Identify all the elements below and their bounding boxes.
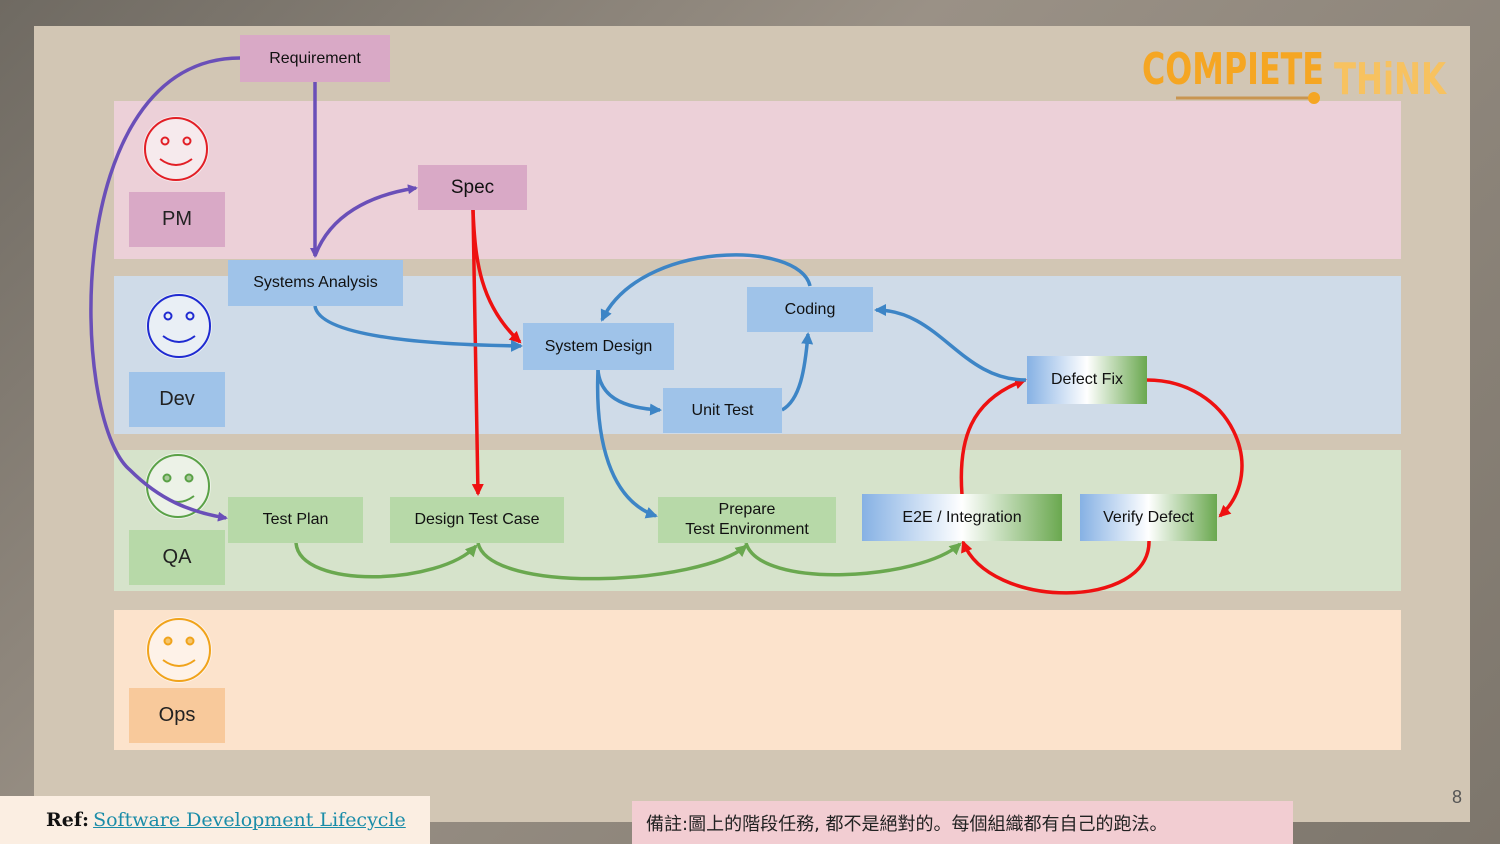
node-defect-fix: Defect Fix — [1027, 356, 1147, 404]
arrow-prepare-env-to-e2e — [744, 542, 962, 577]
svg-text:THiNK: THiNK — [1334, 54, 1447, 105]
page-number: 8 — [1452, 787, 1463, 807]
remark-note: 備註:圖上的階段任務, 都不是絕對的。每個組織都有自己的跑法。 — [632, 801, 1293, 844]
arrow-test-plan-to-design-test-case — [294, 542, 478, 579]
role-label-dev: Dev — [129, 372, 225, 427]
pm-smiley-face-icon — [143, 116, 209, 182]
arrow-defect-fix-to-verify-defect — [1146, 378, 1244, 518]
node-verify-defect: Verify Defect — [1080, 494, 1217, 541]
arrow-defect-fix-to-coding — [874, 304, 1027, 382]
role-label-pm: PM — [129, 192, 225, 247]
node-design-test-case: Design Test Case — [390, 497, 564, 543]
dev-smiley-face-icon — [146, 293, 212, 359]
arrow-spec-to-design-test-case — [471, 209, 484, 496]
svg-text:COMPIETE: COMPIETE — [1142, 44, 1324, 95]
node-test-plan: Test Plan — [228, 497, 363, 543]
arrow-e2e-to-defect-fix — [959, 377, 1027, 496]
node-e2e-integration: E2E / Integration — [862, 494, 1062, 541]
arrow-systems-analysis-to-system-design — [313, 305, 523, 352]
arrow-system-design-to-unit-test — [596, 369, 662, 416]
role-label-ops: Ops — [129, 688, 225, 743]
arrow-coding-to-system-design — [600, 253, 812, 322]
reference-label: Ref: — [46, 809, 90, 831]
node-coding: Coding — [747, 287, 873, 332]
reference-link[interactable]: Software Development Lifecycle — [93, 809, 406, 831]
role-label-qa: QA — [129, 530, 225, 585]
lane-ops — [114, 610, 1401, 750]
reference-bar: Ref: Software Development Lifecycle — [0, 796, 430, 844]
qa-smiley-face-icon — [145, 453, 211, 519]
node-spec: Spec — [418, 165, 527, 210]
arrow-requirement-to-test-plan — [89, 56, 241, 522]
node-requirement: Requirement — [240, 35, 390, 82]
node-prepare-test-environment: Prepare Test Environment — [658, 497, 836, 543]
arrow-verify-defect-to-e2e — [961, 540, 1151, 595]
ops-smiley-face-icon — [146, 617, 212, 683]
compiete-think-logo: COMPIETE THiNK — [1142, 44, 1447, 105]
arrow-system-design-to-prepare-env — [595, 369, 658, 519]
arrow-systems-analysis-to-spec — [313, 184, 418, 257]
arrow-unit-test-to-coding — [781, 332, 814, 412]
node-systems-analysis: Systems Analysis — [228, 260, 403, 306]
node-unit-test: Unit Test — [663, 388, 782, 433]
arrow-design-test-case-to-prepare-env — [476, 542, 748, 581]
arrow-spec-to-system-design — [471, 209, 522, 344]
node-system-design: System Design — [523, 323, 674, 370]
